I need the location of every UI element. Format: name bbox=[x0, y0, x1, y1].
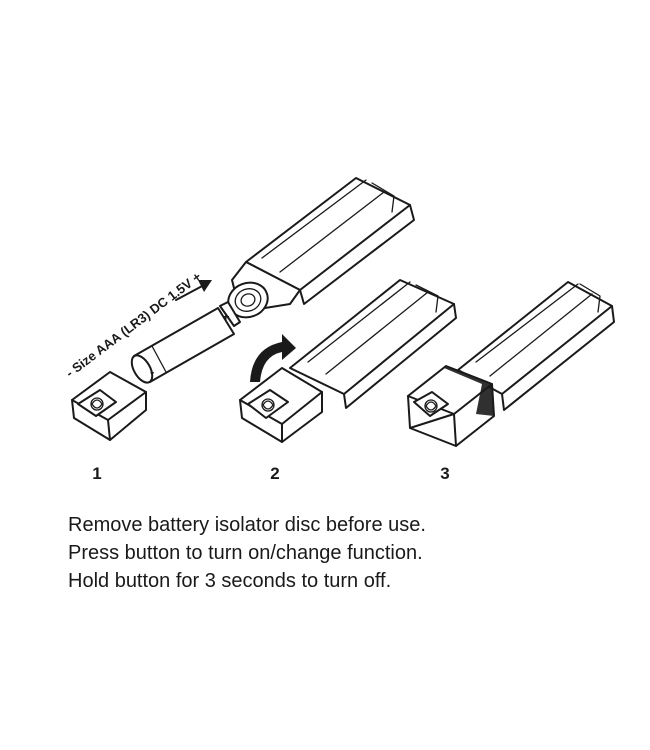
end-cap-twisting bbox=[239, 367, 323, 443]
instruction-line-1: Remove battery isolator disc before use. bbox=[68, 514, 426, 536]
aaa-battery: + - bbox=[130, 301, 241, 384]
step-number-3: 3 bbox=[440, 464, 450, 483]
end-cap-removed bbox=[71, 371, 147, 441]
instruction-line-2: Press button to turn on/change function. bbox=[68, 542, 423, 564]
instruction-line-3: Hold button for 3 seconds to turn off. bbox=[68, 570, 392, 592]
battery-minus-marking: - bbox=[150, 364, 154, 379]
battery-plus-marking: + bbox=[222, 309, 230, 324]
step-1-illustration: + - - Size AAA (LR3) DC 1.5V + bbox=[63, 177, 415, 441]
torch-body-open bbox=[227, 177, 415, 319]
rotate-arrow-icon bbox=[250, 334, 296, 382]
end-cap-installed bbox=[407, 365, 495, 447]
step-number-2: 2 bbox=[270, 464, 280, 483]
torch-body bbox=[289, 279, 457, 409]
step-2-illustration bbox=[239, 279, 457, 443]
insert-direction-arrow-icon bbox=[175, 280, 212, 301]
instructions-block: Remove battery isolator disc before use.… bbox=[68, 511, 426, 595]
step-number-1: 1 bbox=[92, 464, 102, 483]
step-3-illustration bbox=[407, 281, 615, 447]
battery-installation-diagram: + - - Size AAA (LR3) DC 1.5V + bbox=[63, 177, 615, 447]
